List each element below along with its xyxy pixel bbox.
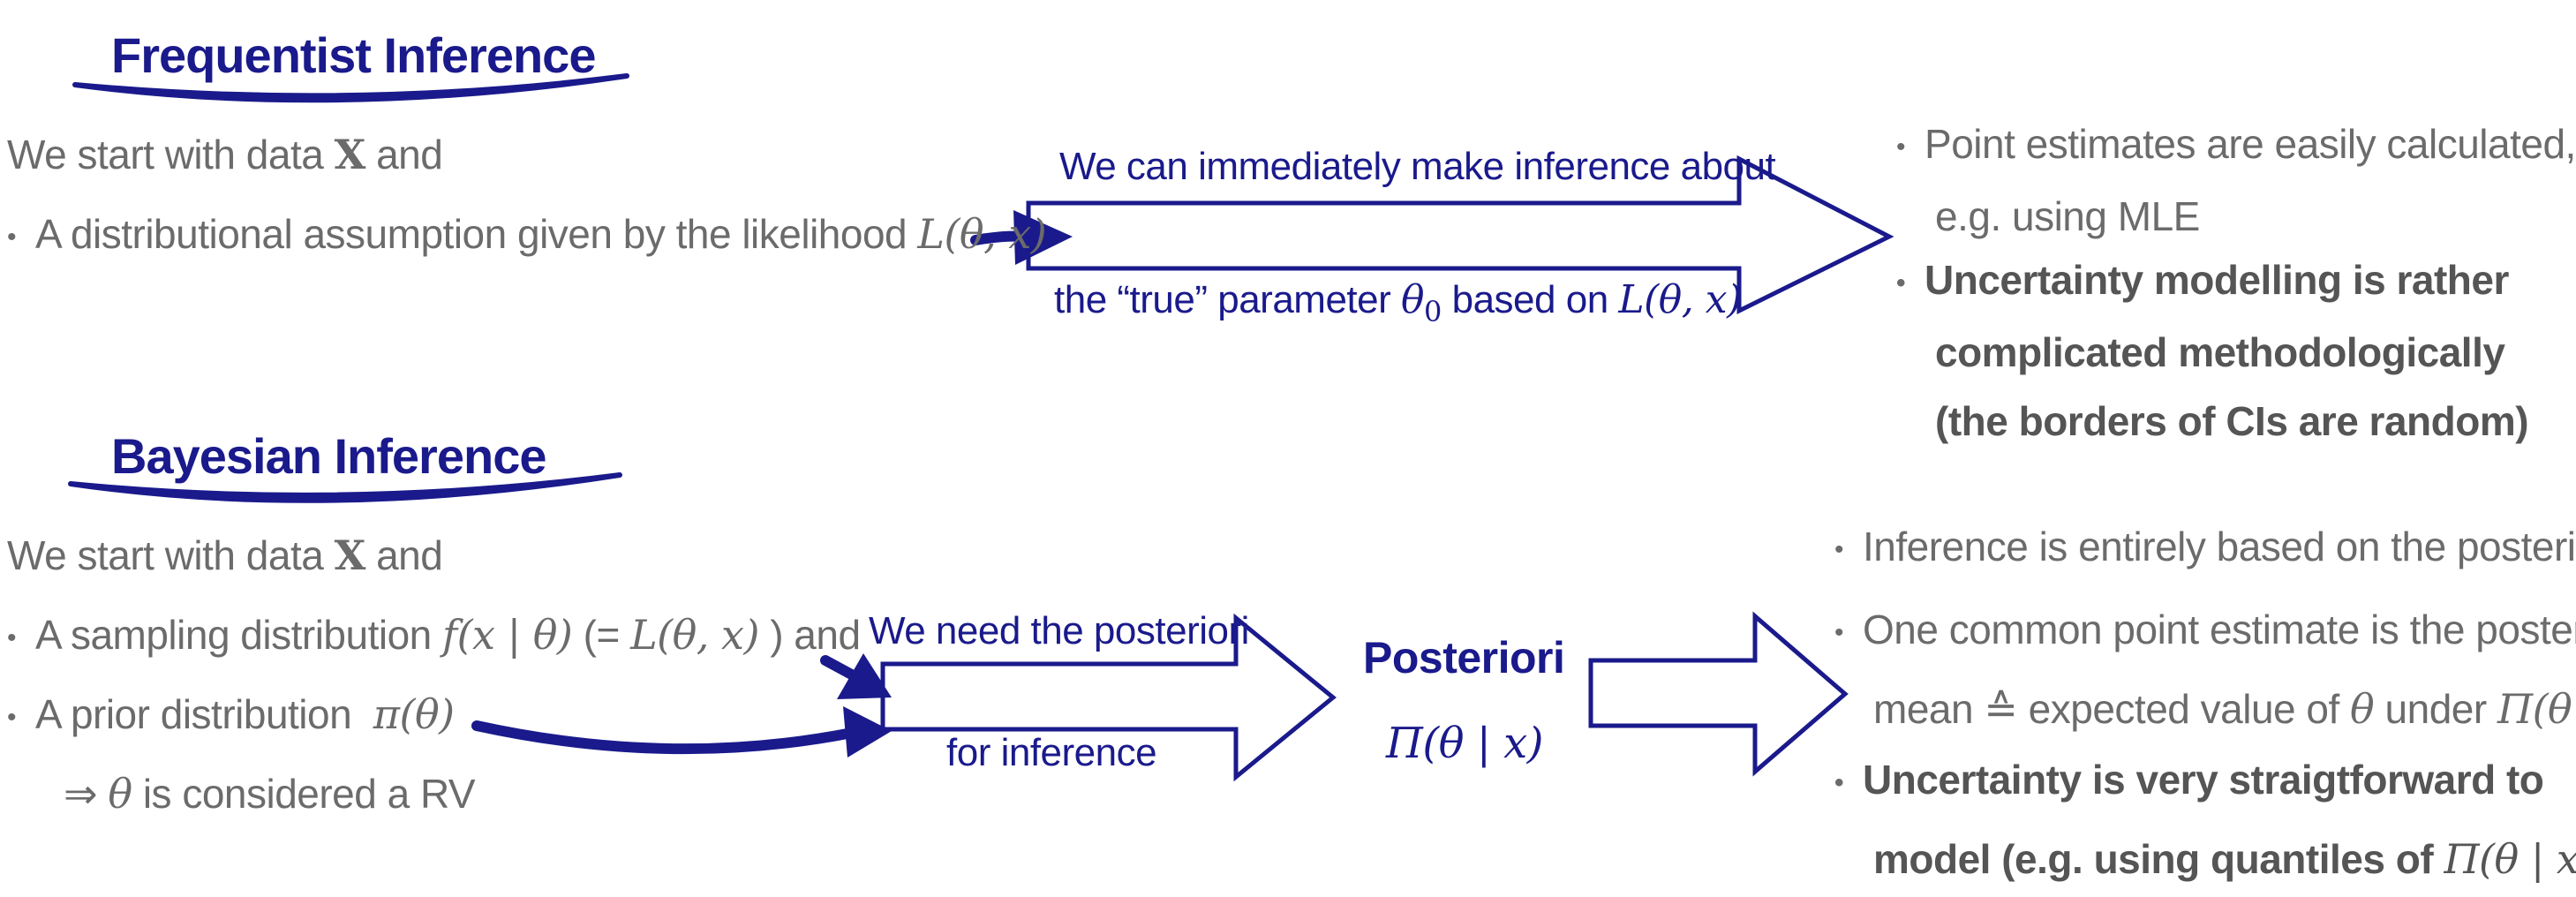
frequentist-start-line: We start with data X and <box>7 131 443 178</box>
frequentist-title: Frequentist Inference <box>111 27 596 83</box>
bayesian-result2-line1: One common point estimate is the posteri… <box>1863 607 2576 652</box>
frequentist-arrow-bottom-mid: based on <box>1451 278 1609 321</box>
frequentist-arrow-bottom-text: the “true” parameter θ0 based on L(θ, x) <box>1054 277 1742 328</box>
implies-arrow-icon: ⇒ <box>64 771 98 817</box>
bayesian-result2-line2-mid: under <box>2384 685 2488 732</box>
posteriori-math: Π(θ | x) <box>1386 719 1543 768</box>
bullet-dot-icon: • <box>7 622 17 652</box>
bayesian-likelihood-math: L(θ, x) <box>630 611 759 659</box>
bayesian-title-underline <box>68 472 622 503</box>
bayesian-title: Bayesian Inference <box>111 428 546 484</box>
bayesian-big-arrow <box>880 613 1337 782</box>
frequentist-result2-line1: Uncertainty modelling is rather <box>1924 257 2509 303</box>
bayesian-result3-line1: Uncertainty is very straigtforward to <box>1863 757 2544 803</box>
bullet-dot-icon: • <box>1896 132 1906 162</box>
bayesian-result2-posterior-math: Π(θ | x) <box>2497 684 2576 733</box>
bullet-dot-icon: • <box>1896 268 1906 298</box>
prior-connector-arrow <box>471 720 857 755</box>
frequentist-theta-symbol: θ <box>1401 277 1425 322</box>
sampling-distribution-math: f(x | θ) <box>442 611 573 659</box>
frequentist-result2-line3: (the borders of CIs are random) <box>1935 397 2529 444</box>
posteriori-label: Posteriori <box>1363 633 1565 682</box>
frequentist-arrow-top-text: We can immediately make inference about <box>1059 145 1776 188</box>
bayesian-result-arrow <box>1588 611 1849 777</box>
bayesian-bullet1-text: A sampling distribution <box>35 612 432 658</box>
frequentist-likelihood-math: L(θ, x) <box>917 210 1047 258</box>
bayesian-result-point-estimate: • One common point estimate is the poster… <box>1834 592 2576 747</box>
bayesian-start-post: and <box>376 532 443 578</box>
bayesian-bullet2-text: A prior distribution <box>35 691 352 737</box>
bayesian-start-line: We start with data X and <box>7 531 443 579</box>
bayesian-result1: Inference is entirely based on the poste… <box>1863 524 2576 569</box>
bayesian-result3-posterior-math: Π(θ | x) <box>2444 834 2576 883</box>
bayesian-result3-line2-pre: model (e.g. using quantiles of <box>1873 835 2434 882</box>
bayesian-theta-symbol: θ <box>108 770 132 818</box>
bayesian-result2-line2-pre: mean ≙ expected value of <box>1873 685 2339 732</box>
frequentist-bullet-likelihood: • A distributional assumption given by th… <box>7 210 1047 258</box>
bayesian-start-pre: We start with data <box>7 532 324 578</box>
bayesian-bullet1-post: ) and <box>770 612 861 658</box>
frequentist-theta-subscript: 0 <box>1424 294 1442 328</box>
frequentist-result-point-estimates: •Point estimates are easily calculated, … <box>1896 109 2576 251</box>
frequentist-start-pre: We start with data <box>7 132 324 177</box>
sampling-connector-arrowhead <box>837 653 892 699</box>
bayesian-data-symbol: X <box>334 531 366 579</box>
bayesian-arrow-bottom-text: for inference <box>946 731 1157 774</box>
bayesian-bullet1-mid: (= <box>583 612 621 658</box>
frequentist-start-post: and <box>376 132 443 177</box>
bayesian-implies-line: ⇒ θ is considered a RV <box>64 770 476 818</box>
frequentist-arrow-bottom-pre: the “true” parameter <box>1054 278 1391 321</box>
bayesian-bullet-sampling: • A sampling distribution f(x | θ) (= L(θ… <box>7 611 861 659</box>
bayesian-arrow-top-text: We need the posteriori <box>869 609 1249 652</box>
bullet-dot-icon: • <box>1834 767 1844 797</box>
frequentist-title-underline <box>72 73 629 103</box>
frequentist-result1-line1: Point estimates are easily calculated, <box>1924 121 2576 167</box>
bullet-dot-icon: • <box>1834 617 1844 647</box>
frequentist-big-arrow <box>1026 155 1894 315</box>
frequentist-bullet1-text: A distributional assumption given by the… <box>35 211 908 257</box>
bayesian-bullet-prior: • A prior distribution π(θ) <box>7 690 455 738</box>
bullet-dot-icon: • <box>7 222 17 252</box>
bayesian-result-inference: • Inference is entirely based on the post… <box>1834 523 2576 570</box>
bayesian-implies-text: is considered a RV <box>142 771 476 817</box>
bullet-dot-icon: • <box>1834 534 1844 564</box>
bullet-dot-icon: • <box>7 702 17 732</box>
frequentist-data-symbol: X <box>334 131 366 178</box>
prior-distribution-math: π(θ) <box>373 690 455 738</box>
prior-connector-arrowhead <box>843 706 892 758</box>
frequentist-result2-line2: complicated methodologically <box>1935 328 2505 375</box>
bayesian-result2-theta: θ <box>2350 684 2375 733</box>
frequentist-arrow-likelihood-math: L(θ, x) <box>1618 277 1742 322</box>
bayesian-result-uncertainty: • Uncertainty is very straigtforward to m… <box>1834 742 2576 897</box>
frequentist-result1-line2: e.g. using MLE <box>1935 192 2200 239</box>
frequentist-result-uncertainty: • Uncertainty modelling is rather complic… <box>1896 245 2529 456</box>
